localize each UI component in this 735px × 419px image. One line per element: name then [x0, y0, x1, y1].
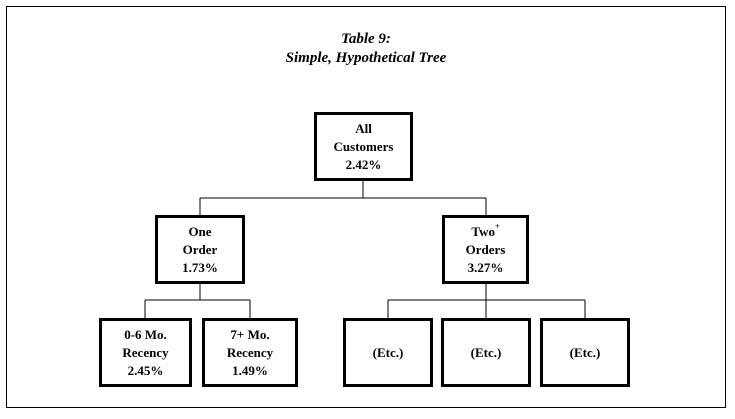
- node-etc-1: (Etc.): [343, 318, 433, 387]
- node-one-order: One Order 1.73%: [155, 215, 245, 284]
- node-two-orders-line2: Orders: [465, 241, 506, 257]
- node-recency-0-6-line1: 0-6 Mo.: [124, 326, 167, 342]
- title-line-1: Table 9:: [341, 31, 391, 47]
- node-etc-3-label: (Etc.): [569, 344, 601, 360]
- node-etc-2-label: (Etc.): [470, 344, 502, 360]
- node-two-orders-superscript: +: [495, 222, 500, 232]
- node-one-order-line2: Order: [182, 241, 218, 257]
- node-etc-3: (Etc.): [540, 318, 630, 387]
- node-etc-1-label: (Etc.): [372, 344, 404, 360]
- node-recency-7-plus: 7+ Mo. Recency 1.49%: [202, 318, 298, 387]
- node-all-customers: All Customers 2.42%: [314, 112, 413, 181]
- node-recency-7-plus-line1: 7+ Mo.: [230, 326, 270, 342]
- node-recency-0-6-line2: Recency: [122, 344, 169, 360]
- node-all-customers-line1: All: [355, 120, 372, 136]
- node-one-order-value: 1.73%: [182, 259, 218, 275]
- node-recency-0-6: 0-6 Mo. Recency 2.45%: [99, 318, 192, 387]
- title-line-2: Simple, Hypothetical Tree: [285, 50, 447, 66]
- node-two-orders: Two+ Orders 3.27%: [442, 215, 529, 284]
- diagram-title: Table 9: Simple, Hypothetical Tree: [6, 30, 726, 68]
- node-all-customers-line2: Customers: [333, 138, 394, 154]
- node-recency-7-plus-line2: Recency: [226, 344, 274, 360]
- node-two-orders-value: 3.27%: [467, 259, 504, 275]
- node-two-orders-word: Two: [471, 223, 496, 239]
- node-one-order-line1: One: [188, 223, 212, 239]
- node-recency-7-plus-value: 1.49%: [232, 362, 268, 378]
- node-all-customers-value: 2.42%: [345, 156, 382, 172]
- diagram-frame: [6, 6, 726, 408]
- node-etc-2: (Etc.): [441, 318, 531, 387]
- node-recency-0-6-value: 2.45%: [127, 362, 164, 378]
- node-two-orders-line1: Two+: [471, 223, 499, 241]
